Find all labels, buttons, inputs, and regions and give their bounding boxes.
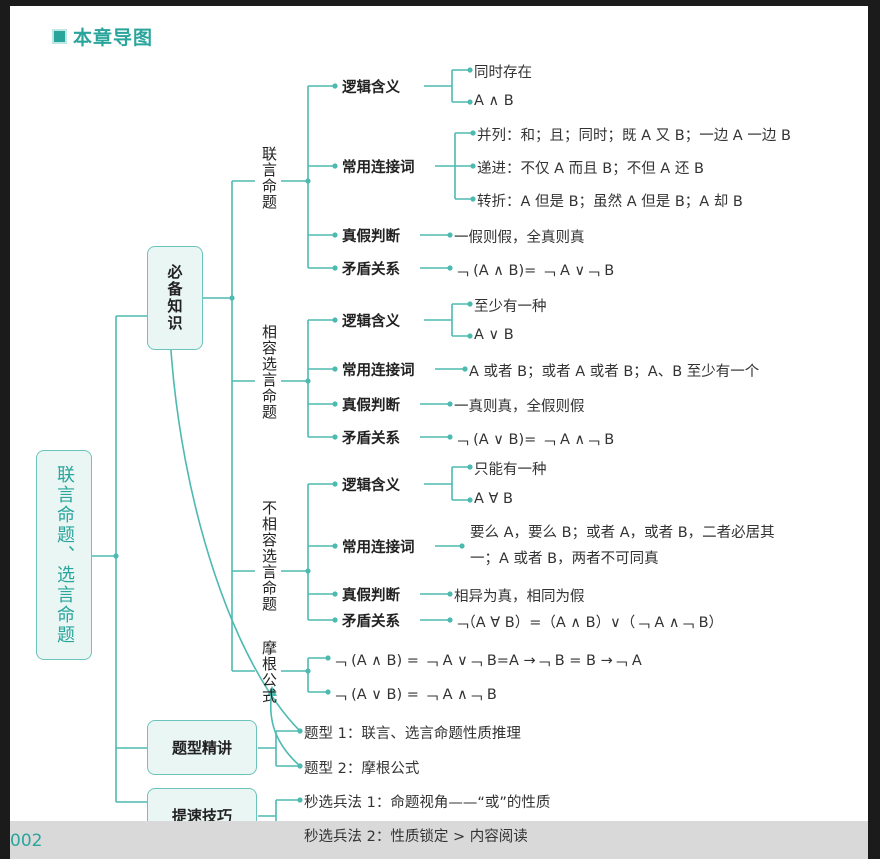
page-title-text: 本章导图 — [73, 26, 154, 49]
lianyan-changyong-leaf-2: 递进：不仅 A 而且 B；不但 A 还 B — [477, 161, 704, 177]
xiangrong-changyong-label: 常用连接词 — [342, 363, 415, 379]
xiangrong-maodun-leaf: ﹁ (A ∨ B)= ﹁ A ∧﹁ B — [454, 432, 615, 448]
page-title: 本章导图 — [52, 23, 153, 49]
buxiangrong-changyong-leaf: 要么 A，要么 B；或者 A，或者 B，二者必居其一；A 或者 B，两者不可同真 — [470, 525, 775, 567]
lianyan-changyong-leaf-1: 并列：和；且；同时；既 A 又 B；一边 A 一边 B — [477, 128, 791, 144]
lianyan-zhenjia-label: 真假判断 — [342, 229, 400, 245]
buxiangrong-maodun-label: 矛盾关系 — [342, 614, 400, 630]
node-tixing: 题型精讲 — [147, 720, 257, 775]
tisu-leaf-2: 秒选兵法 2：性质锁定 > 内容阅读 — [304, 829, 528, 845]
mind-map-page: 本章导图 联言命题、选言命题 必备知识 题型精讲 提速技巧 联言命题 相容选言命… — [10, 6, 868, 859]
tixing-leaf-2: 题型 2：摩根公式 — [304, 761, 420, 777]
mogen-leaf-1: ﹁ (A ∧ B) = ﹁ A ∨﹁ B=A →﹁ B = B →﹁ A — [332, 653, 642, 669]
tisu-leaf-1: 秒选兵法 1：命题视角——“或”的性质 — [304, 795, 551, 811]
xiangrong-zhenjia-label: 真假判断 — [342, 398, 400, 414]
lianyan-luoji-leaf-2: A ∧ B — [474, 93, 514, 109]
xiangrong-zhenjia-leaf: 一真则真，全假则假 — [454, 399, 585, 415]
buxiangrong-luoji-label: 逻辑含义 — [342, 478, 400, 494]
lianyan-changyong-label: 常用连接词 — [342, 160, 415, 176]
lianyan-luoji-leaf-1: 同时存在 — [474, 65, 532, 81]
buxiangrong-luoji-leaf-1: 只能有一种 — [474, 462, 547, 478]
node-bibei: 必备知识 — [147, 246, 203, 350]
group-buxiangrong-label: 不相容选言命题 — [260, 500, 278, 612]
buxiangrong-changyong-label: 常用连接词 — [342, 540, 415, 556]
mogen-leaf-2: ﹁ (A ∨ B) = ﹁ A ∧﹁ B — [332, 687, 497, 703]
tixing-leaf-1: 题型 1：联言、选言命题性质推理 — [304, 726, 521, 742]
xiangrong-luoji-leaf-2: A ∨ B — [474, 327, 514, 343]
buxiangrong-zhenjia-label: 真假判断 — [342, 588, 400, 604]
node-tixing-label: 题型精讲 — [171, 739, 232, 757]
lianyan-zhenjia-leaf: 一假则假，全真则真 — [454, 230, 585, 246]
lianyan-maodun-leaf: ﹁ (A ∧ B)= ﹁ A ∨﹁ B — [454, 263, 615, 279]
group-xiangrong-label: 相容选言命题 — [260, 324, 278, 420]
lianyan-luoji-label: 逻辑含义 — [342, 80, 400, 96]
group-lianyan-label: 联言命题 — [260, 146, 278, 210]
lianyan-changyong-leaf-3: 转折：A 但是 B；虽然 A 但是 B；A 却 B — [477, 194, 743, 210]
buxiangrong-zhenjia-leaf: 相异为真，相同为假 — [454, 589, 585, 605]
root-node: 联言命题、选言命题 — [36, 450, 92, 660]
lianyan-maodun-label: 矛盾关系 — [342, 262, 400, 278]
square-bullet-icon — [52, 28, 67, 44]
xiangrong-maodun-label: 矛盾关系 — [342, 431, 400, 447]
xiangrong-luoji-label: 逻辑含义 — [342, 314, 400, 330]
buxiangrong-luoji-leaf-2: A ∀ B — [474, 491, 514, 507]
root-label: 联言命题、选言命题 — [54, 465, 75, 645]
xiangrong-luoji-leaf-1: 至少有一种 — [474, 299, 547, 315]
node-bibei-label: 必备知识 — [165, 264, 184, 332]
xiangrong-changyong-leaf: A 或者 B；或者 A 或者 B；A、B 至少有一个 — [469, 364, 760, 380]
node-tisu-label: 提速技巧 — [171, 807, 232, 825]
footer-bar: 002 — [10, 821, 868, 859]
page-number: 002 — [10, 831, 43, 851]
group-mogen-label: 摩根公式 — [260, 640, 278, 704]
buxiangrong-maodun-leaf: ﹁（A ∀ B）=（A ∧ B）∨（﹁ A ∧﹁ B） — [454, 615, 724, 631]
